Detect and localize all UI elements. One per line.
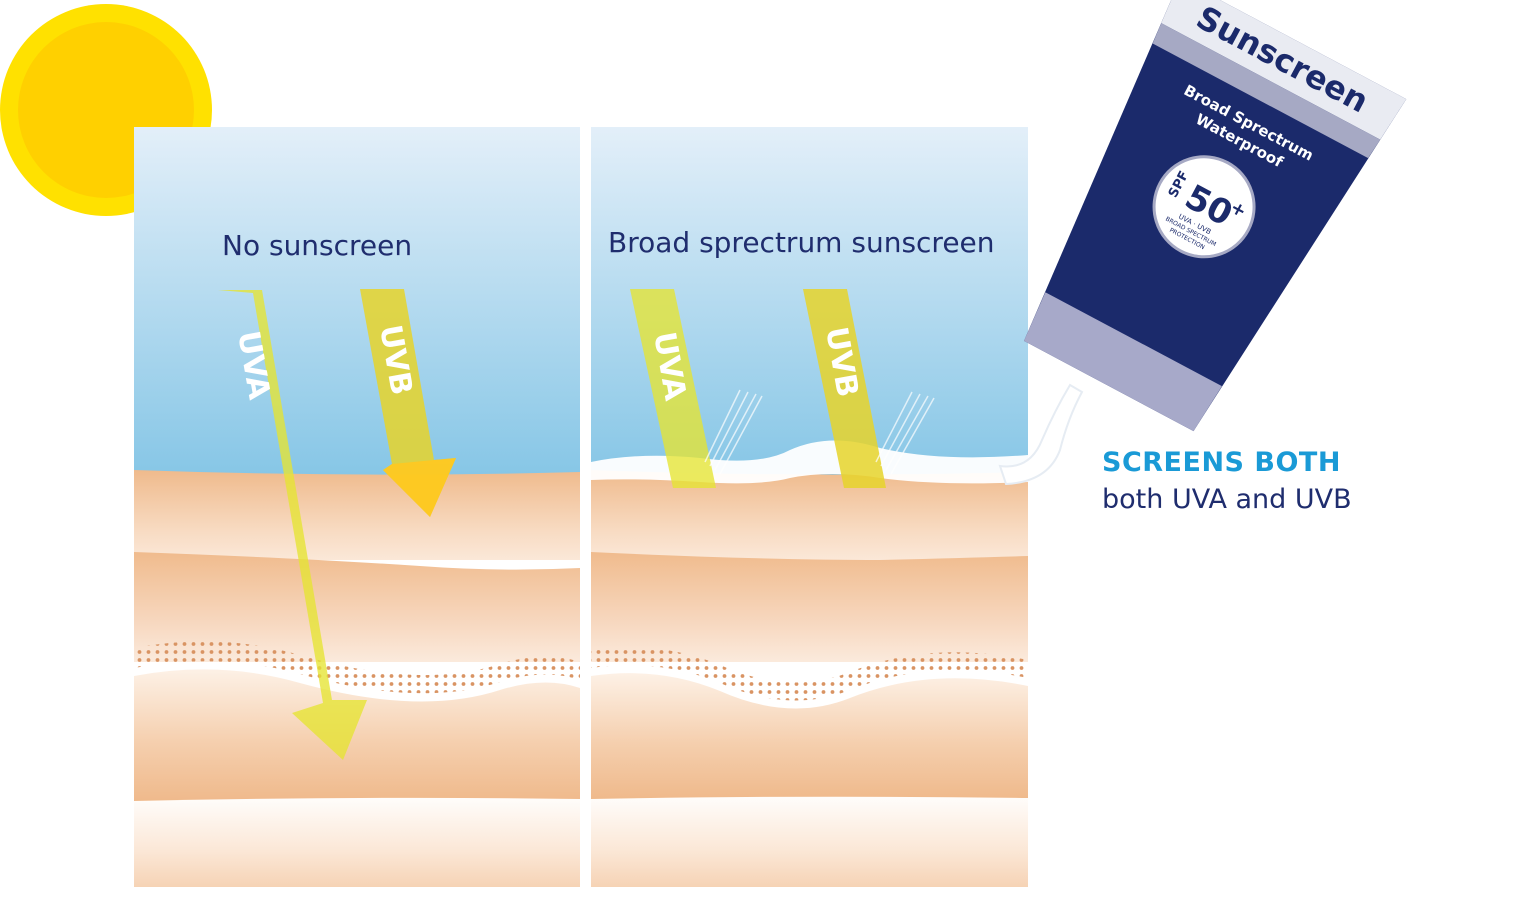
- caption-subline: both UVA and UVB: [1102, 484, 1352, 515]
- sunscreen-tube: Sunscreen Broad Sprectrum Waterproof SPF…: [1023, 0, 1407, 432]
- uvb-ray-blocked: UVB: [803, 289, 935, 488]
- uvb-ray-unblocked: UVB: [360, 289, 456, 517]
- uva-ray-blocked: UVA: [630, 289, 763, 488]
- sunscreen-stream: [998, 383, 1084, 486]
- side-caption: SCREENS BOTH both UVA and UVB: [1102, 446, 1522, 520]
- caption-headline: SCREENS BOTH: [1102, 447, 1341, 478]
- spf-badge: SPF 50 + UVA · UVB BROAD SPECTRUM PROTEC…: [1152, 155, 1256, 259]
- panel-title-no-sunscreen: No sunscreen: [222, 229, 412, 262]
- panel-title-broad-spectrum: Broad sprectrum sunscreen: [608, 226, 995, 259]
- panel-divider: [580, 127, 591, 887]
- panel-no-sunscreen: [134, 127, 580, 887]
